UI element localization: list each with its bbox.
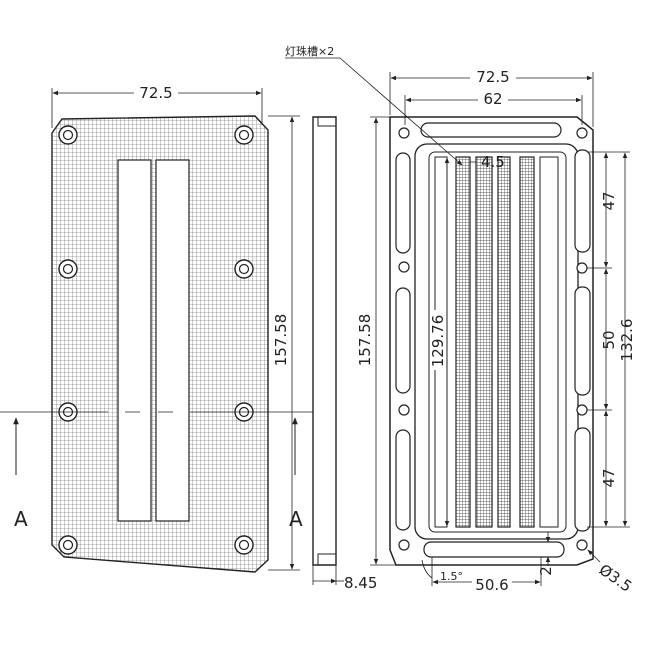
front-view: A A 72.5 157.58 [0, 82, 330, 573]
callout-leader [339, 57, 463, 166]
back-slot-bottom [423, 541, 565, 558]
side-thickness-label: 8.45 [344, 574, 377, 592]
angle-label: 1.5° [440, 570, 463, 583]
hole-span-label: 132.6 [618, 319, 636, 362]
back-slot-top [420, 122, 562, 138]
slot-length-label: 129.76 [429, 315, 447, 368]
hole-dia-leader [587, 549, 601, 563]
section-label-right: A [289, 507, 303, 531]
back-side-slots [395, 149, 591, 532]
side-profile-outline [312, 116, 337, 566]
hole-dia-label: Ø3.5 [596, 561, 636, 596]
section-label-left: A [14, 507, 28, 531]
front-slot-left [117, 159, 152, 522]
front-width-label: 72.5 [139, 84, 172, 102]
bottom-width-label: 50.6 [475, 576, 508, 594]
seg-mid-label: 50 [600, 330, 618, 349]
back-width-label: 72.5 [476, 68, 509, 86]
seg-bottom-label: 47 [600, 468, 618, 487]
back-view: 灯珠槽×2 4.5 72.5 62 157.58 129.76 [285, 44, 636, 596]
angle-arc [421, 559, 433, 579]
front-slot-right [155, 159, 190, 522]
led-grooves [434, 156, 559, 528]
callout-label: 灯珠槽×2 [285, 44, 334, 58]
front-mounting-holes [58, 125, 254, 555]
back-height-label: 157.58 [356, 314, 374, 367]
back-mounting-holes [398, 127, 588, 551]
back-inner-width-label: 62 [483, 90, 502, 108]
front-height-label: 157.58 [272, 314, 290, 367]
hole-spacing-dims [587, 151, 630, 528]
bottom-offset-label: 2 [537, 566, 555, 576]
side-view: 8.45 [312, 116, 377, 592]
seg-top-label: 47 [600, 191, 618, 210]
slot-gap-label: 4.5 [481, 153, 505, 171]
